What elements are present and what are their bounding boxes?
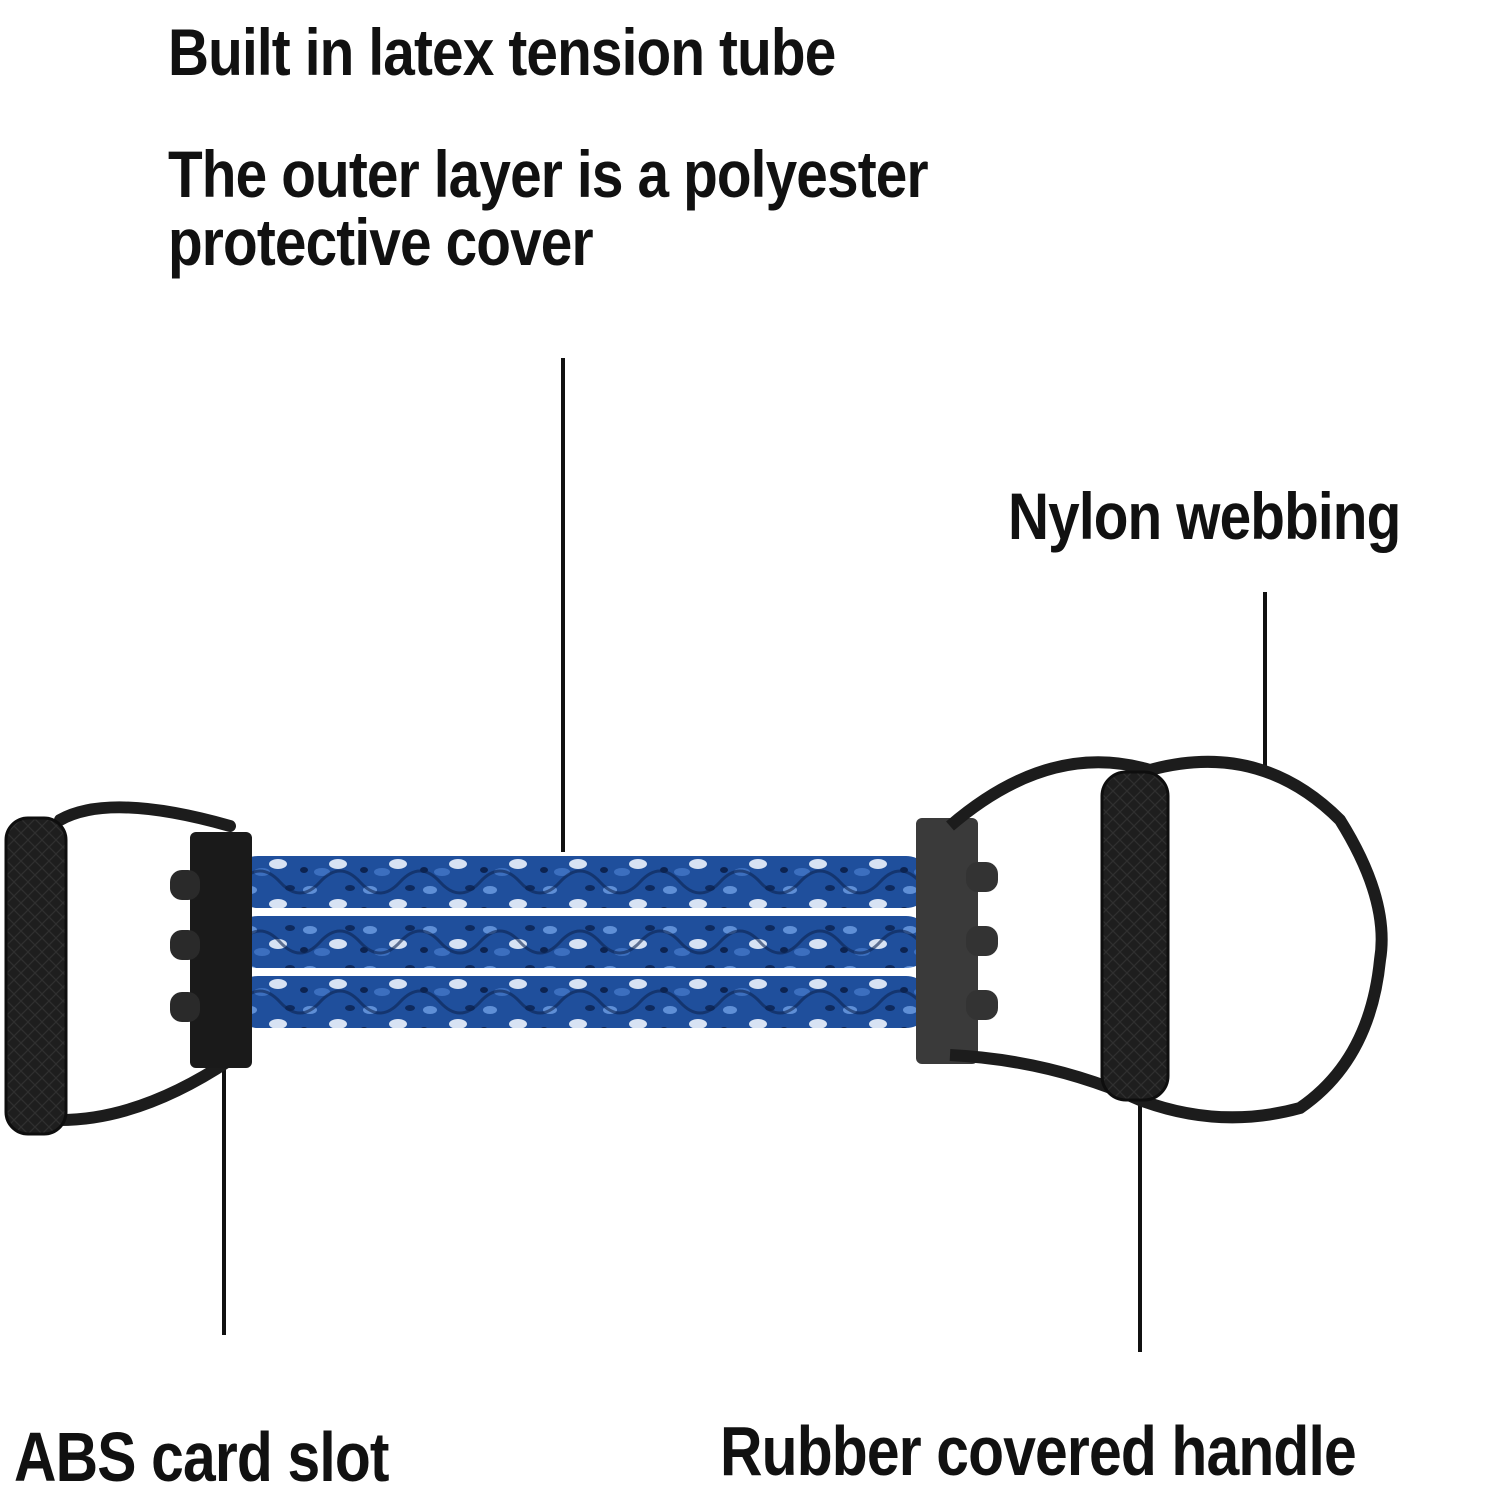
tension-tube-label: Built in latex tension tube bbox=[168, 15, 836, 89]
protective-cover-label-line-1: The outer layer is a polyester bbox=[168, 137, 929, 211]
protective-cover-label: The outer layer is a polyester protectiv… bbox=[168, 137, 929, 279]
rubber-handle-label: Rubber covered handle bbox=[720, 1412, 1357, 1490]
left-webbing-strap bbox=[54, 801, 236, 1126]
right-abs-card-slot bbox=[916, 818, 998, 1064]
nylon-webbing-label: Nylon webbing bbox=[1008, 479, 1401, 553]
left-rubber-handle bbox=[4, 816, 68, 1136]
abs-card-slot-label: ABS card slot bbox=[14, 1418, 389, 1496]
right-rubber-handle bbox=[1100, 770, 1170, 1102]
left-abs-card-slot bbox=[170, 832, 252, 1068]
latex-tension-tubes bbox=[232, 856, 932, 1028]
protective-cover-label-line-2: protective cover bbox=[168, 205, 594, 279]
